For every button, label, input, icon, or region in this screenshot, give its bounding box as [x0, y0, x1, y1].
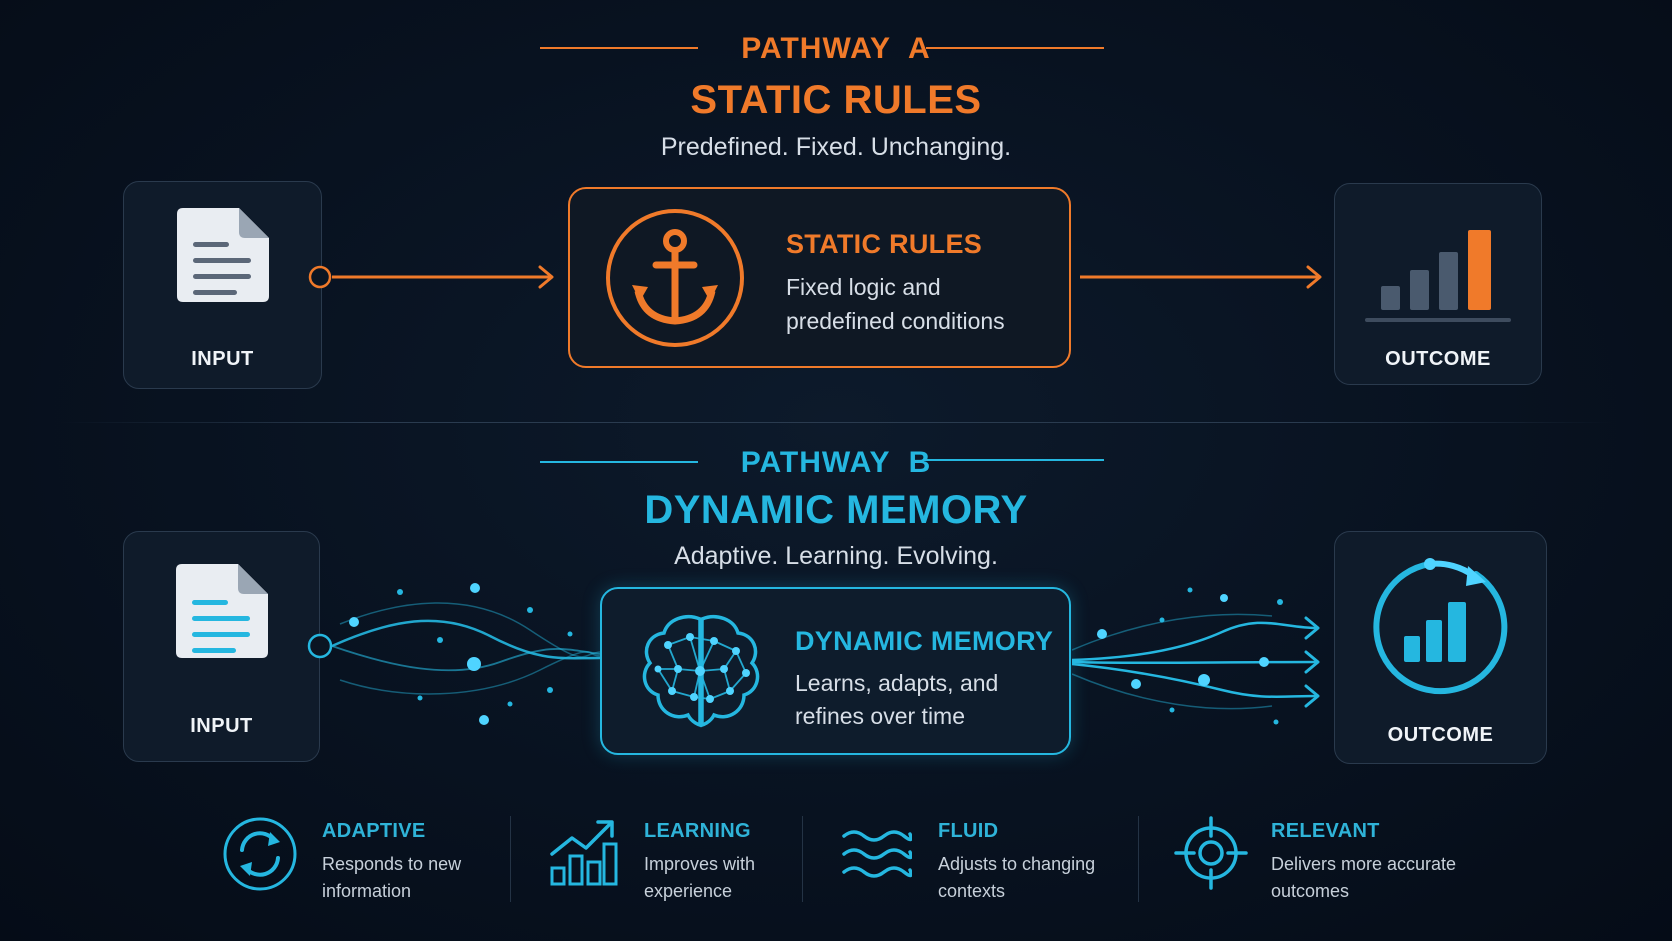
section-divider	[60, 422, 1612, 423]
pathway-a-input-label: INPUT	[191, 348, 254, 370]
feature-fluid-desc-1: Adjusts to changing	[938, 854, 1096, 874]
pathway-b-center-card: DYNAMIC MEMORY Learns, adapts, and refin…	[600, 587, 1071, 755]
pathway-a-center-card: STATIC RULES Fixed logic and predefined …	[568, 187, 1071, 368]
pathway-b-stream-in	[307, 583, 601, 725]
pathway-a-subtitle: Predefined. Fixed. Unchanging.	[660, 133, 1012, 161]
pathway-b-input-card: INPUT	[123, 531, 320, 762]
pathway-a-connector-out	[1080, 265, 1322, 289]
anchor-icon	[606, 209, 744, 347]
feature-adaptive-desc-2: information	[322, 881, 412, 901]
feature-fluid-title: FLUID	[938, 820, 999, 842]
feature-fluid-desc-2: contexts	[938, 881, 1006, 901]
feature-separator	[510, 816, 511, 902]
pathway-b-rule-right	[924, 459, 1104, 461]
feature-relevant-title: RELEVANT	[1271, 820, 1380, 842]
brain-network-icon	[642, 614, 760, 728]
pathway-a-title: STATIC RULES	[690, 78, 982, 122]
pathway-a-rule-right	[926, 47, 1104, 49]
feature-adaptive-desc-1: Responds to new	[322, 854, 462, 874]
pathway-b-title: DYNAMIC MEMORY	[644, 488, 1028, 532]
growth-chart-icon	[550, 820, 618, 886]
feature-relevant-desc-1: Delivers more accurate	[1271, 854, 1457, 874]
pathway-b-subtitle: Adaptive. Learning. Evolving.	[674, 542, 998, 570]
pathway-b-input-label: INPUT	[190, 715, 253, 737]
pathway-b-stream-out	[1072, 587, 1320, 725]
feature-learning-title: LEARNING	[644, 820, 751, 842]
pathway-b-rule-left	[540, 461, 698, 463]
pathway-a-rule-left	[540, 47, 698, 49]
pathway-a-outcome-label: OUTCOME	[1385, 348, 1491, 370]
refresh-cycle-icon	[223, 817, 297, 891]
pathway-a-input-card: INPUT	[123, 181, 322, 389]
pathway-a-kicker: PATHWAY A	[741, 32, 931, 65]
waves-icon	[842, 830, 912, 878]
feature-adaptive-title: ADAPTIVE	[322, 820, 426, 842]
pathway-b-kicker: PATHWAY B	[740, 446, 932, 479]
bar-chart-icon	[1365, 230, 1511, 322]
pathway-b-center-title: DYNAMIC MEMORY	[795, 626, 1054, 656]
feature-separator	[1138, 816, 1139, 902]
pathway-a-center-desc-2: predefined conditions	[786, 308, 1005, 334]
feature-learning-desc-1: Improves with	[644, 854, 756, 874]
pathway-a-center-desc-1: Fixed logic and	[786, 274, 941, 300]
feature-learning-desc-2: experience	[644, 881, 733, 901]
pathway-b-center-desc-2: refines over time	[795, 703, 966, 729]
pathway-a-outcome-card: OUTCOME	[1334, 183, 1542, 385]
pathway-b-outcome-card: OUTCOME	[1334, 531, 1547, 764]
pathway-a-center-title: STATIC RULES	[786, 229, 983, 259]
feature-separator	[802, 816, 803, 902]
document-icon	[176, 564, 268, 658]
target-icon	[1174, 816, 1248, 890]
pathway-b-outcome-label: OUTCOME	[1387, 724, 1494, 746]
pathway-a-connector-in	[308, 265, 554, 289]
feature-relevant-desc-2: outcomes	[1271, 881, 1350, 901]
growth-cycle-chart-icon	[1373, 558, 1508, 695]
document-icon	[177, 208, 269, 302]
pathway-b-center-desc-1: Learns, adapts, and	[795, 670, 999, 696]
